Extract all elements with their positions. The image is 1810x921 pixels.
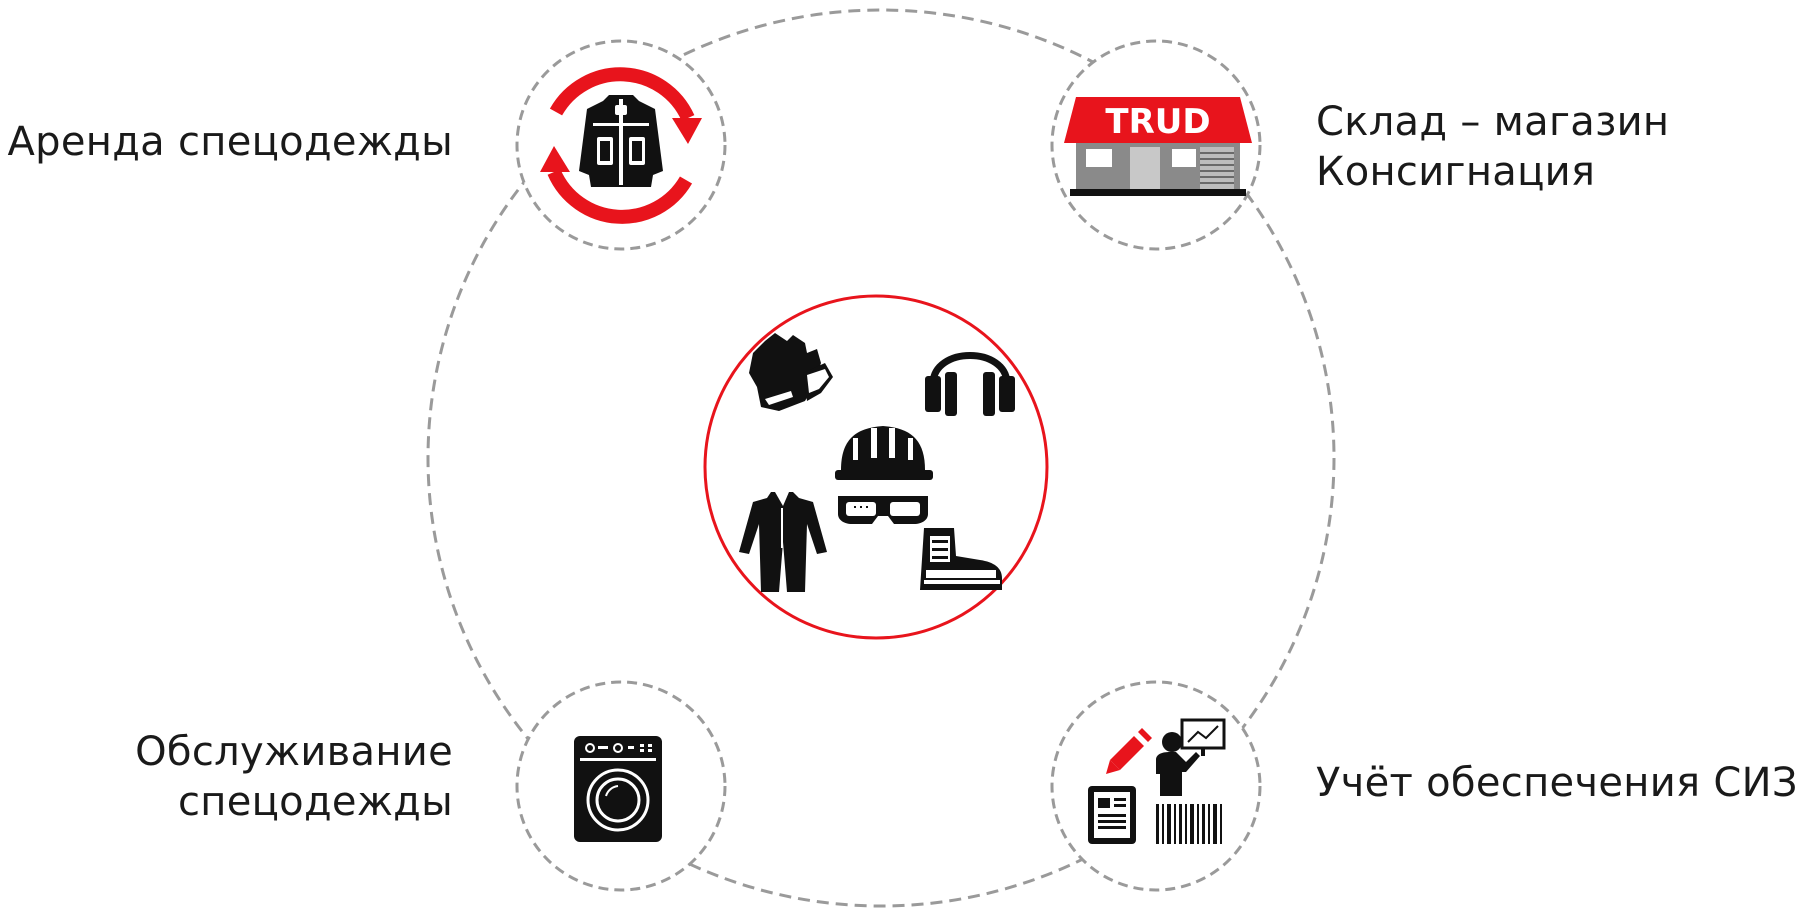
safety-glasses-icon xyxy=(838,496,928,524)
coverall-icon xyxy=(739,492,827,592)
jacket-icon xyxy=(579,95,663,187)
pencil-icon xyxy=(1106,728,1152,774)
earmuffs-icon xyxy=(925,352,1015,416)
label-service-line-1: Обслуживание xyxy=(135,729,453,775)
washing-machine-icon xyxy=(574,736,662,842)
node-store: TRUD xyxy=(1050,39,1262,251)
rotate-arrows-icon xyxy=(547,67,695,224)
gloves-icon xyxy=(749,333,833,411)
store-sign: TRUD xyxy=(1105,102,1210,142)
node-accounting xyxy=(1050,680,1262,892)
label-store-line-1: Склад – магазин xyxy=(1316,99,1670,145)
label-accounting-line-1: Учёт обеспечения СИЗ xyxy=(1316,760,1798,806)
node-rent xyxy=(515,39,727,251)
hard-hat-icon xyxy=(835,426,933,480)
outer-dashed-ring xyxy=(426,8,1336,908)
barcode-icon xyxy=(1156,804,1222,844)
label-rent-line-1: Аренда спецодежды xyxy=(7,119,453,165)
safety-boot-icon xyxy=(920,528,1002,590)
presenter-icon xyxy=(1156,718,1226,796)
label-store: Склад – магазин Консигнация xyxy=(1316,97,1669,197)
label-store-line-2: Консигнация xyxy=(1316,149,1596,195)
node-service xyxy=(515,680,727,892)
document-icon xyxy=(1088,786,1136,844)
accounting-icon xyxy=(1088,718,1226,844)
label-accounting: Учёт обеспечения СИЗ xyxy=(1316,758,1798,808)
label-service-line-2: спецодежды xyxy=(178,779,453,825)
label-service: Обслуживание спецодежды xyxy=(135,727,453,827)
label-rent: Аренда спецодежды xyxy=(8,117,454,167)
store-icon: TRUD xyxy=(1064,97,1252,196)
